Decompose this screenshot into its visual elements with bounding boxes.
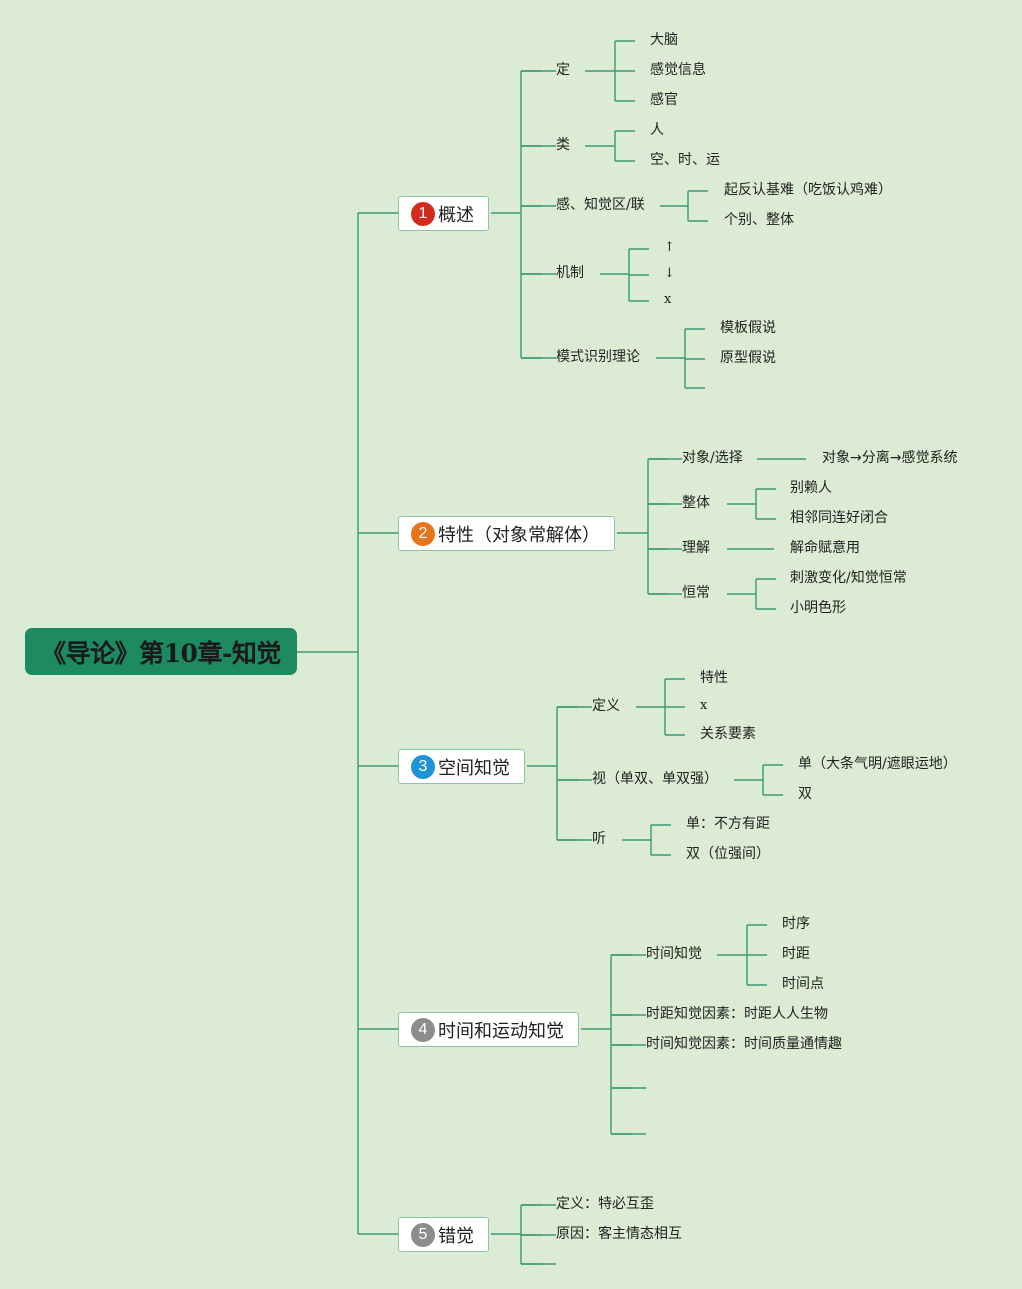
leaf-node[interactable]: 人 — [650, 122, 664, 138]
branch-label: 概述 — [438, 204, 474, 226]
topic-node[interactable]: 定义：特必互歪 — [556, 1196, 654, 1212]
leaf-node[interactable]: 相邻同连好闭合 — [790, 510, 888, 526]
leaf-node[interactable]: 双（位强间） — [686, 846, 770, 862]
leaf-node[interactable]: 单：不方有距 — [686, 816, 770, 832]
leaf-node[interactable]: 对象→分离→感觉系统 — [822, 450, 958, 466]
topic-node[interactable]: 时间知觉 — [646, 946, 702, 962]
leaf-node[interactable]: 解命赋意用 — [790, 540, 860, 556]
branch-label: 错觉 — [438, 1225, 474, 1247]
leaf-node[interactable]: x — [700, 698, 708, 713]
topic-node[interactable]: 时距知觉因素：时距人人生物 — [646, 1006, 828, 1022]
leaf-node[interactable]: 个别、整体 — [724, 212, 794, 228]
leaf-node[interactable]: 关系要素 — [700, 726, 756, 742]
leaf-node[interactable]: ↑ — [664, 240, 675, 255]
topic-node[interactable]: 理解 — [682, 540, 710, 556]
branch-label: 空间知觉 — [438, 757, 510, 779]
leaf-node[interactable]: 小明色形 — [790, 600, 846, 616]
leaf-node[interactable]: 感官 — [650, 92, 678, 108]
leaf-node[interactable]: 空、时、运 — [650, 152, 720, 168]
number-badge-icon: 1 — [411, 201, 435, 226]
topic-node[interactable]: 原因：客主情态相互 — [556, 1226, 682, 1242]
leaf-node[interactable]: 特性 — [700, 670, 728, 686]
leaf-node[interactable]: 起反认基难（吃饭认鸡难） — [724, 182, 892, 198]
number-badge-icon: 3 — [411, 754, 435, 779]
leaf-node[interactable]: 模板假说 — [720, 320, 776, 336]
branch-label: 时间和运动知觉 — [438, 1020, 564, 1042]
leaf-node[interactable]: ↓ — [664, 266, 675, 281]
topic-node[interactable]: 定 — [556, 62, 570, 78]
topic-node[interactable]: 感、知觉区/联 — [556, 197, 645, 213]
number-badge-icon: 5 — [411, 1222, 435, 1247]
number-badge-icon: 2 — [411, 521, 435, 546]
leaf-node[interactable]: 时距 — [782, 946, 810, 962]
topic-node[interactable]: 听 — [592, 831, 606, 847]
branch-label: 特性（对象常解体） — [438, 524, 600, 546]
leaf-node[interactable]: 原型假说 — [720, 350, 776, 366]
topic-node[interactable]: 类 — [556, 137, 570, 153]
topic-node[interactable]: 机制 — [556, 265, 584, 281]
number-badge-icon: 4 — [411, 1017, 435, 1042]
leaf-node[interactable]: 双 — [798, 786, 812, 802]
topic-node[interactable]: 恒常 — [682, 585, 710, 601]
leaf-node[interactable]: 感觉信息 — [650, 62, 706, 78]
topic-node[interactable]: 定义 — [592, 698, 620, 714]
topic-node[interactable]: 模式识别理论 — [556, 349, 640, 365]
leaf-node[interactable]: 刺激变化/知觉恒常 — [790, 570, 907, 586]
leaf-node[interactable]: 时间点 — [782, 976, 824, 992]
root-topic[interactable]: 《导论》第10章-知觉 — [25, 628, 297, 675]
leaf-node[interactable]: 单（大条气明/遮眼运地） — [798, 756, 957, 772]
topic-node[interactable]: 时间知觉因素：时间质量通情趣 — [646, 1036, 842, 1052]
leaf-node[interactable]: 时序 — [782, 916, 810, 932]
topic-node[interactable]: 对象/选择 — [682, 450, 743, 466]
leaf-node[interactable]: 别赖人 — [790, 480, 832, 496]
leaf-node[interactable]: 大脑 — [650, 32, 678, 48]
leaf-node[interactable]: x — [664, 292, 672, 307]
topic-node[interactable]: 整体 — [682, 495, 710, 511]
topic-node[interactable]: 视（单双、单双强） — [592, 771, 718, 787]
